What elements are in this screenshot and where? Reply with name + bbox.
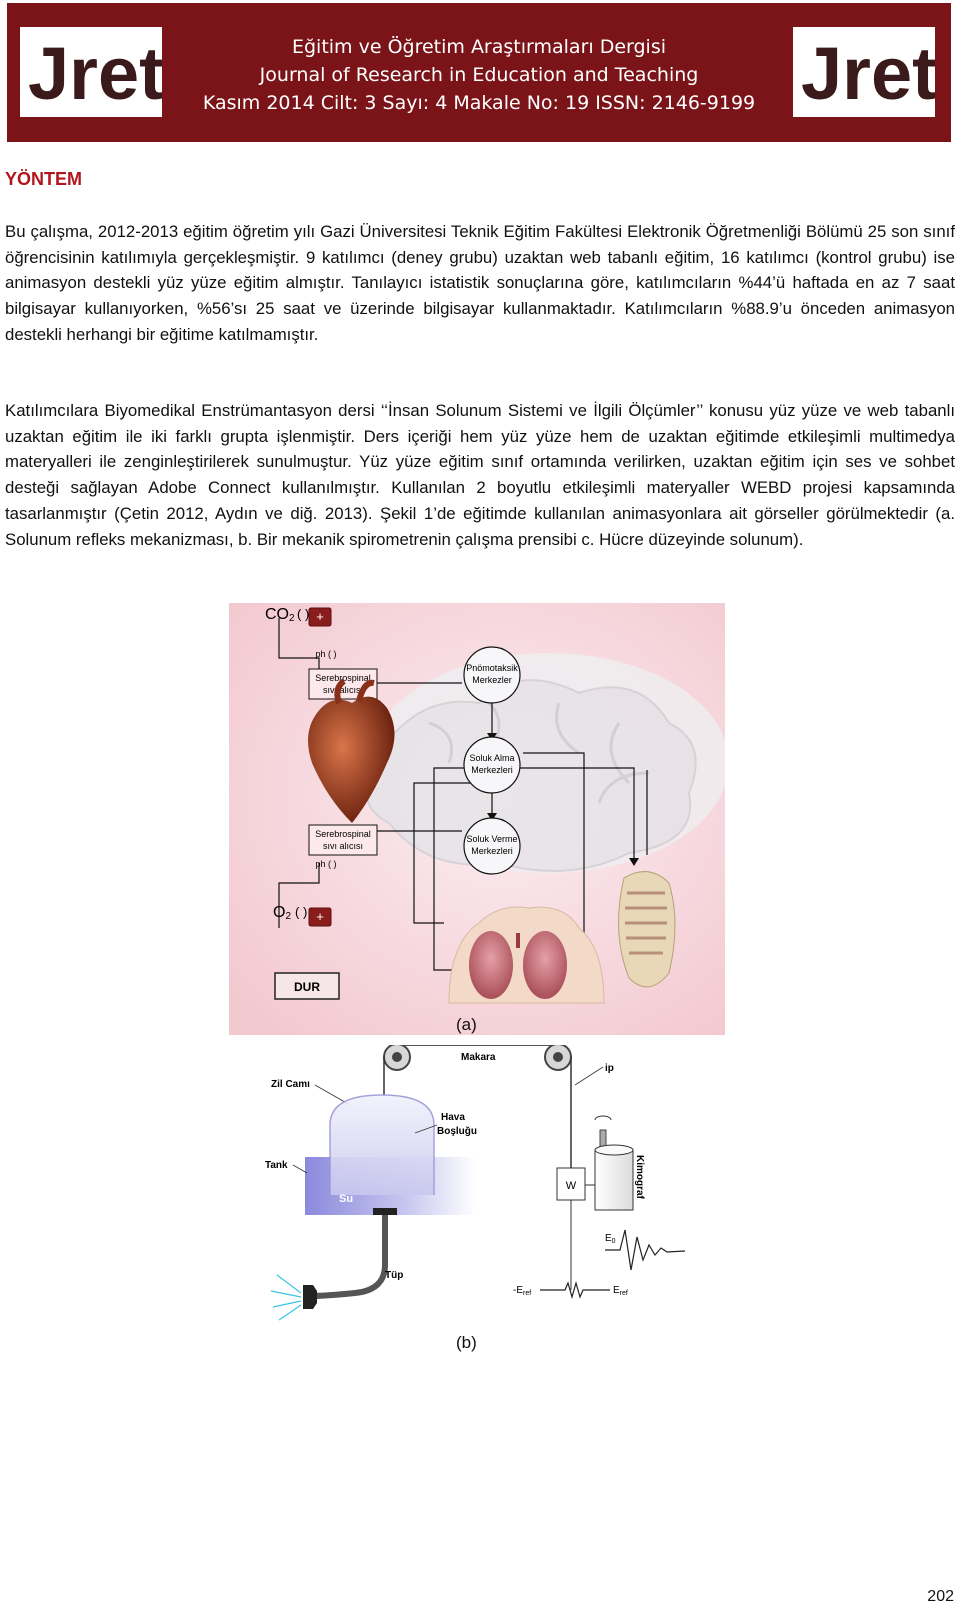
heart-illustration: [308, 678, 395, 823]
kymograph-label: Kimograf: [634, 1155, 645, 1200]
svg-text:Merkezleri: Merkezleri: [471, 765, 513, 775]
svg-text:Serebrospinal: Serebrospinal: [315, 673, 371, 683]
weight-block: W: [556, 1167, 586, 1201]
bell-label: Zil Camı: [271, 1079, 310, 1090]
paragraph: Katılımcılara Biyomedikal Enstrümantasyo…: [5, 401, 955, 549]
figure-a-caption: (a): [456, 1015, 477, 1034]
issue-info: Kasım 2014 Cilt: 3 Sayı: 4 Makale No: 19…: [202, 92, 756, 114]
svg-text:Pnömotaksik: Pnömotaksik: [466, 663, 518, 673]
air-label-2: Boşluğu: [437, 1126, 477, 1137]
svg-text:Jret: Jret: [801, 32, 935, 115]
journal-header: Jret Eğitim ve Öğretim Araştırmaları Der…: [7, 3, 951, 142]
co2-value: ( ): [297, 607, 309, 622]
journal-logo: Jret: [20, 27, 162, 117]
o2-value: ( ): [295, 905, 307, 920]
water-label: Su: [339, 1193, 353, 1205]
journal-logo: Jret: [793, 27, 935, 117]
svg-text:W: W: [566, 1180, 577, 1192]
svg-text:Merkezler: Merkezler: [472, 675, 512, 685]
section-heading: YÖNTEM: [5, 169, 83, 189]
kymograph: [594, 1115, 634, 1211]
co2-increase-button[interactable]: +: [308, 607, 332, 627]
svg-text:Soluk Verme: Soluk Verme: [466, 834, 517, 844]
svg-text:Soluk Alma: Soluk Alma: [469, 753, 514, 763]
expiratory-center: Soluk Verme Merkezleri: [463, 817, 521, 875]
stop-button[interactable]: DUR: [274, 972, 340, 1000]
signal-waveform: [605, 1229, 686, 1271]
paragraph: Bu çalışma, 2012-2013 eğitim öğretim yıl…: [5, 222, 955, 344]
inspiratory-center: Soluk Alma Merkezleri: [463, 736, 521, 794]
bell-jar: [329, 1094, 435, 1195]
pulley-system: [383, 1043, 572, 1168]
figure-b-spirometer: Makara ip Zil Camı Hava Boşluğu Tank Su …: [265, 1043, 705, 1330]
csf-receptor-bottom: Serebrospinal sıvı alıcısı: [308, 824, 378, 856]
svg-text:sıvı alıcısı: sıvı alıcısı: [323, 841, 363, 851]
journal-title-en: Journal of Research in Education and Tea…: [259, 64, 699, 86]
figure-a-respiratory-reflex: CO2 ( ) + ph ( ) Serebrospinal sıvı alıc…: [229, 603, 729, 1035]
svg-text:DUR: DUR: [294, 980, 320, 994]
eref-label: Eref: [613, 1285, 628, 1297]
svg-text:Merkezleri: Merkezleri: [471, 846, 513, 856]
air-label-1: Hava: [441, 1112, 465, 1123]
ribcage-illustration: [618, 871, 676, 988]
ph-bottom-label: ph ( ): [315, 859, 336, 869]
svg-text:+: +: [316, 609, 324, 624]
svg-text:Jret: Jret: [28, 32, 162, 115]
svg-text:+: +: [316, 909, 324, 924]
page-number: 202: [927, 1588, 954, 1605]
breathing-tube: [303, 1208, 397, 1309]
rope-label: ip: [605, 1063, 614, 1074]
lungs-illustration: [448, 906, 605, 1004]
ph-top-label: ph ( ): [315, 649, 336, 659]
svg-text:Serebrospinal: Serebrospinal: [315, 829, 371, 839]
connector-lines: [278, 618, 648, 996]
e0-label: E0: [605, 1233, 616, 1245]
tank-label: Tank: [265, 1160, 288, 1171]
journal-title-tr: Eğitim ve Öğretim Araştırmaları Dergisi: [291, 36, 667, 58]
potentiometer: [540, 1280, 610, 1300]
pulley-label: Makara: [461, 1052, 496, 1063]
o2-label: O2: [273, 904, 291, 922]
pneumotaxic-center: Pnömotaksik Merkezler: [463, 646, 521, 704]
figure-b-caption: (b): [456, 1333, 477, 1352]
brain-illustration: [365, 653, 729, 873]
co2-label: CO2: [265, 606, 295, 624]
svg-text:sıvı alıcısı: sıvı alıcısı: [323, 685, 363, 695]
o2-increase-button[interactable]: +: [308, 907, 332, 927]
tube-label: Tüp: [385, 1270, 403, 1281]
airflow-lines: [270, 1274, 302, 1321]
neg-eref-label: -Eref: [513, 1285, 531, 1297]
